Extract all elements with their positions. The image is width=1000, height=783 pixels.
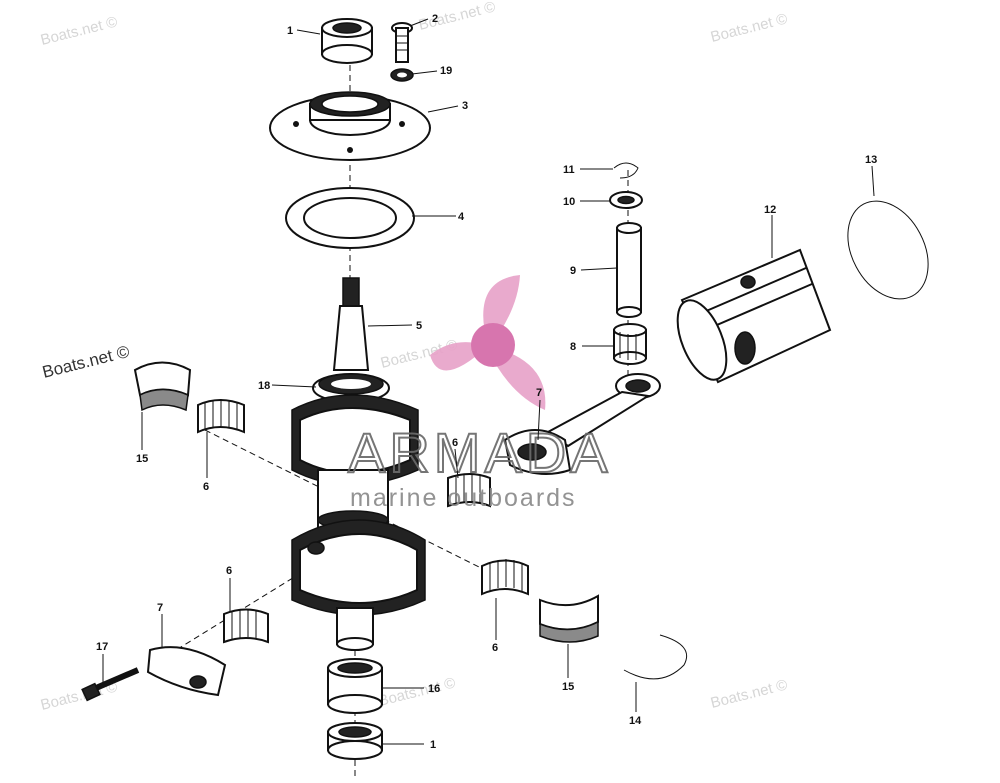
screw [391, 22, 413, 63]
bearing-half-left [133, 361, 192, 412]
brand-watermark: ARMADA marine outboards [347, 275, 612, 512]
watermark-layer: Boats.net © Boats.net © Boats.net © Boat… [39, 0, 789, 714]
watermark-site-1: Boats.net © [39, 13, 119, 49]
watermark-site-dark: Boats.net © [40, 342, 131, 382]
callout-18: 18 [258, 380, 270, 392]
propeller-logo [430, 275, 546, 410]
leader-lines [102, 18, 875, 745]
piston [676, 248, 832, 384]
seal-bottom [327, 722, 383, 760]
watermark-site-2: Boats.net © [417, 0, 497, 34]
callout-5: 5 [416, 320, 422, 332]
bearing-half-right [539, 594, 599, 643]
callout-6-upper-left: 6 [203, 481, 209, 493]
watermark-site-3: Boats.net © [709, 10, 789, 46]
callout-11: 11 [563, 164, 575, 176]
callout-6-right: 6 [492, 642, 498, 654]
needle-cage-2 [447, 473, 491, 508]
piston-pin [616, 222, 642, 318]
callouts: 1 2 19 3 4 5 18 15 6 6 7 8 9 10 11 12 13… [96, 13, 877, 751]
watermark-site-6: Boats.net © [377, 674, 457, 710]
connecting-rod [503, 373, 661, 475]
pin-needle-bearing [613, 323, 647, 365]
callout-14: 14 [629, 715, 642, 727]
lower-roller-bearing [327, 658, 383, 714]
callout-6-center: 6 [452, 437, 458, 449]
callout-1-bottom: 1 [430, 739, 436, 751]
callout-8: 8 [570, 341, 576, 353]
callout-2: 2 [432, 13, 438, 25]
rod-cap [146, 646, 227, 697]
bearing-flange [269, 91, 431, 161]
piston-ring [847, 200, 929, 300]
callout-13: 13 [865, 154, 877, 166]
callout-6-lower-left: 6 [226, 565, 232, 577]
seal-top [321, 18, 373, 64]
cap-screw [81, 667, 140, 702]
brand-name: ARMADA [348, 421, 612, 484]
needle-cage-3 [481, 559, 529, 596]
gasket [285, 187, 415, 249]
callout-19: 19 [440, 65, 452, 77]
callout-12: 12 [764, 204, 776, 216]
callout-7-cap: 7 [157, 602, 163, 614]
retaining-ring [623, 634, 688, 680]
pin-retaining-ring [613, 162, 639, 179]
callout-16: 16 [428, 683, 440, 695]
callout-15-left: 15 [136, 453, 148, 465]
callout-3: 3 [462, 100, 468, 112]
lock-washer [390, 68, 414, 82]
brand-tagline: marine outboards [350, 484, 577, 512]
callout-10: 10 [563, 196, 575, 208]
needle-cage-4 [223, 608, 269, 644]
crankshaft [291, 277, 426, 651]
pin-washer [609, 191, 643, 209]
callout-7-rod: 7 [536, 387, 542, 399]
callout-9: 9 [570, 265, 576, 277]
callout-1-top: 1 [287, 25, 293, 37]
needle-cage-1 [197, 399, 245, 434]
watermark-site-7: Boats.net © [709, 676, 789, 712]
callout-4: 4 [458, 211, 465, 223]
callout-17: 17 [96, 641, 108, 653]
callout-15-right: 15 [562, 681, 574, 693]
